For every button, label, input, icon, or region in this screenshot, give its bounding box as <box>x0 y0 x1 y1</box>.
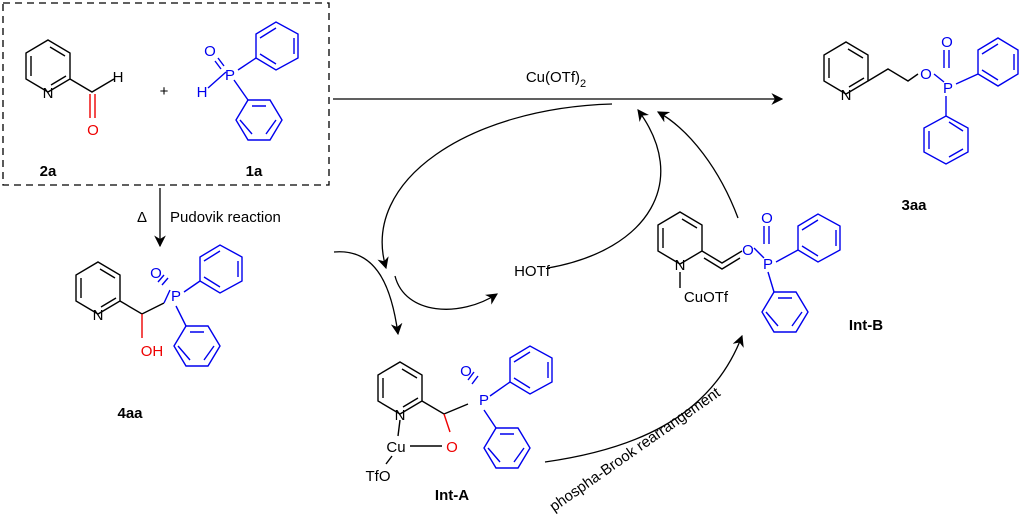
structure-4aa: N O P OH <box>75 244 243 367</box>
label-1a: 1a <box>246 163 263 180</box>
delta-symbol: Δ <box>137 209 147 226</box>
atom-o: O <box>761 210 773 227</box>
hotf-return-arrow <box>547 109 662 269</box>
structure-3aa: N O O P <box>823 34 1019 165</box>
hotf-label: HOTf <box>514 263 551 280</box>
catalyst-label: Cu(OTf)2 <box>526 69 586 90</box>
rearrangement-arrow <box>544 334 744 463</box>
structure-2a: N H O <box>25 39 124 139</box>
intB-return-arrow <box>656 111 739 219</box>
structure-1a: O P H <box>197 21 299 141</box>
atom-o: O <box>941 34 953 51</box>
atom-n: N <box>43 85 54 102</box>
atom-p: P <box>943 80 953 97</box>
structure-intA: N O P Cu O TfO <box>366 345 553 485</box>
atom-o: O <box>446 439 458 456</box>
atom-n: N <box>395 407 406 424</box>
atom-h: H <box>197 84 208 101</box>
pudovik-label: Pudovik reaction <box>170 209 281 226</box>
label-3aa: 3aa <box>901 197 927 214</box>
atom-o: O <box>460 363 472 380</box>
structure-intB: N CuOTf O O P <box>657 210 841 333</box>
plus-sign: + <box>160 83 169 100</box>
atom-tfo: TfO <box>366 468 391 485</box>
atom-o: O <box>150 265 162 282</box>
rearrangement-label: phospha-Brook rearrangement <box>547 384 725 516</box>
label-2a: 2a <box>40 163 57 180</box>
hotf-release-arrow <box>394 275 498 310</box>
reactant-box <box>2 2 330 186</box>
cycle-arrow-left <box>377 103 613 270</box>
atom-h: H <box>113 69 124 86</box>
atom-o: O <box>742 242 754 259</box>
atom-oh: OH <box>141 343 164 360</box>
atom-p: P <box>479 392 489 409</box>
label-4aa: 4aa <box>117 405 143 422</box>
atom-n: N <box>841 87 852 104</box>
atom-p: P <box>763 256 773 273</box>
label-intB: Int-B <box>849 317 883 334</box>
atom-p: P <box>171 288 181 305</box>
atom-n: N <box>93 307 104 324</box>
atom-p: P <box>225 67 235 84</box>
atom-o: O <box>204 43 216 60</box>
atom-o: O <box>920 66 932 83</box>
label-intA: Int-A <box>435 487 469 504</box>
atom-n: N <box>675 257 686 274</box>
atom-o: O <box>87 122 99 139</box>
atom-cu: Cu <box>386 439 405 456</box>
entry-arrow <box>333 251 403 336</box>
atom-cuotf: CuOTf <box>684 289 729 306</box>
